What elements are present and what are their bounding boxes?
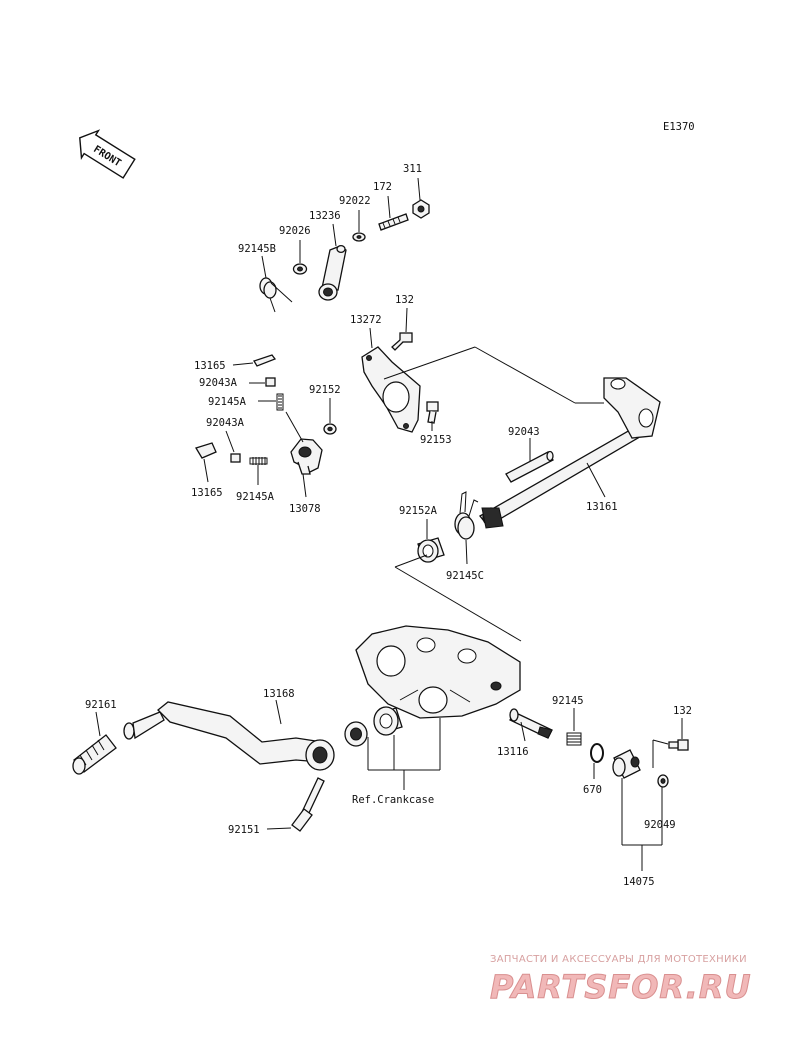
part-92145A-spring-top [276, 393, 284, 411]
part-92043A-pin-top [265, 377, 276, 387]
label-92145C: 92145C [446, 570, 484, 582]
watermark-caption: ЗАПЧАСТИ И АКСЕССУАРЫ ДЛЯ МОТОТЕХНИКИ [490, 954, 747, 965]
part-crankcase-needle-bearing [373, 706, 403, 736]
part-92043-pin [505, 450, 554, 483]
part-13272-plate [361, 346, 421, 433]
part-92022-washer [352, 232, 366, 242]
label-92043A-left: 92043A [206, 417, 245, 429]
part-670-circlip [590, 743, 604, 763]
label-92043A-top: 92043A [199, 377, 238, 389]
crankcase-fragment [355, 625, 521, 719]
label-92152A: 92152A [399, 505, 438, 517]
part-13236-arm [318, 244, 347, 301]
part-92153-bolt [426, 401, 439, 424]
label-132-right: 132 [673, 705, 692, 717]
label-92151: 92151 [228, 824, 260, 836]
label-13078: 13078 [289, 503, 321, 515]
label-172: 172 [373, 181, 392, 193]
part-92145-spring [566, 732, 582, 746]
part-92161-rubber-grip [72, 734, 117, 775]
part-132-bolt-top [391, 332, 413, 351]
label-92145: 92145 [552, 695, 584, 707]
part-92043A-pin-left [230, 453, 241, 463]
diagram-code: E1370 [663, 121, 695, 133]
part-13116-shaft [509, 708, 553, 739]
part-92152-washer [323, 423, 337, 435]
label-132-top: 132 [395, 294, 414, 306]
label-14075: 14075 [623, 876, 655, 888]
part-13165-pin-left [195, 442, 217, 459]
part-14075-joint [612, 749, 641, 779]
label-92049: 92049 [644, 819, 676, 831]
part-92151-bolt [291, 777, 325, 832]
part-crankcase-seal [344, 721, 368, 747]
label-92145A-bot: 92145A [236, 491, 275, 503]
label-13236: 13236 [309, 210, 341, 222]
label-92145B: 92145B [238, 243, 276, 255]
label-ref-crankcase: Ref.Crankcase [352, 794, 434, 806]
label-13165-top: 13165 [194, 360, 226, 372]
label-13161: 13161 [586, 501, 618, 513]
part-92152A-bush [417, 537, 445, 563]
label-92161: 92161 [85, 699, 117, 711]
part-13168-shift-pedal [123, 701, 335, 771]
label-311: 311 [403, 163, 422, 175]
label-92022: 92022 [339, 195, 371, 207]
part-92145A-spring-bot [249, 457, 268, 465]
part-92145B-spring [259, 277, 293, 313]
part-92049-washer [657, 774, 669, 788]
label-670: 670 [583, 784, 602, 796]
watermark-brand: PARTSFOR.RU [490, 968, 751, 1006]
label-92026: 92026 [279, 225, 311, 237]
part-13078-cam [290, 438, 323, 475]
label-92153: 92153 [420, 434, 452, 446]
part-92145C-spring [454, 491, 479, 540]
label-92152: 92152 [309, 384, 341, 396]
label-92043: 92043 [508, 426, 540, 438]
label-13116: 13116 [497, 746, 529, 758]
part-172-bolt [378, 213, 409, 231]
part-132-bolt-right [668, 739, 689, 751]
label-13168: 13168 [263, 688, 295, 700]
front-arrow-icon: FRONT [79, 129, 136, 179]
part-13165-pin-top [253, 354, 277, 367]
label-92145A-top: 92145A [208, 396, 247, 408]
part-13161-shaft [479, 377, 661, 529]
part-92026-washer [292, 263, 308, 275]
part-311-nut [412, 199, 430, 219]
label-13165-left: 13165 [191, 487, 223, 499]
label-13272: 13272 [350, 314, 382, 326]
